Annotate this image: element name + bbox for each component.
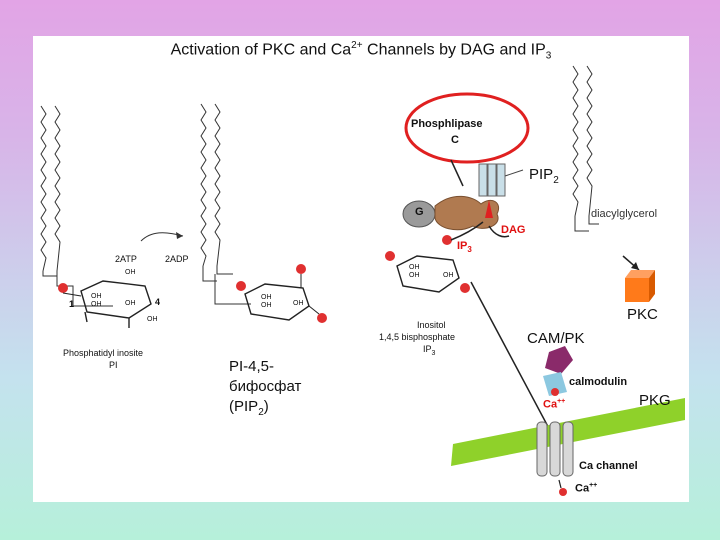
pi45-sub: 2 bbox=[258, 407, 264, 418]
slide: Activation of PKC and Ca2+ Channels by D… bbox=[33, 36, 689, 502]
pi45-label-2: бифосфат bbox=[229, 378, 302, 395]
slide-title: Activation of PKC and Ca2+ Channels by D… bbox=[33, 40, 689, 62]
oh-label-2: OH bbox=[91, 293, 102, 300]
title-text: Activation of PKC and Ca bbox=[170, 41, 352, 59]
ca-bottom-text: Ca bbox=[575, 482, 590, 495]
ip3-label: IP3 bbox=[457, 240, 472, 254]
oh-label-4: OH bbox=[125, 300, 136, 307]
ip3-text: IP bbox=[457, 240, 468, 252]
calmodulin-shape bbox=[543, 372, 567, 396]
pip2-label: PIP2 bbox=[529, 166, 559, 186]
atp-label: 2ATP bbox=[115, 254, 137, 264]
cam-pk-label: CAM/PK bbox=[527, 330, 585, 347]
phospholipase-label: Phosphlipase bbox=[411, 118, 483, 130]
inositol-ring-3 bbox=[396, 255, 460, 293]
adp-label: 2ADP bbox=[165, 254, 189, 264]
title-sub: 3 bbox=[545, 50, 552, 62]
plc-enzyme bbox=[434, 195, 499, 231]
oh-label-1: OH bbox=[125, 269, 136, 276]
pkc-label: PKC bbox=[627, 306, 658, 323]
pi45-label-1: PI-4,5- bbox=[229, 358, 275, 375]
plc-arrow bbox=[450, 159, 464, 187]
phosphatidyl-label: Phosphatidyl inosite bbox=[63, 348, 144, 358]
inositol-label-2: 1,4,5 bisphosphate bbox=[379, 332, 456, 342]
phospholipase-label-c: C bbox=[451, 134, 459, 146]
dag-arrow bbox=[488, 225, 510, 238]
oh-label-7: OH bbox=[261, 302, 272, 309]
inositol-label-3: IP3 bbox=[423, 344, 435, 357]
ca-top-text: Ca bbox=[543, 398, 558, 411]
ca-top-sup: ++ bbox=[557, 398, 566, 405]
phosphate-ball-3c bbox=[460, 283, 470, 293]
phosphate-ball-3a bbox=[385, 251, 395, 261]
carbon-1-label: 1 bbox=[69, 299, 75, 309]
ca-bottom-label: Ca++ bbox=[575, 482, 597, 495]
phosphate-ball bbox=[58, 283, 68, 293]
pi45-label-3: (PIP2) bbox=[229, 398, 269, 418]
calmodulin-label: calmodulin bbox=[569, 376, 628, 388]
dag-label: DAG bbox=[501, 224, 526, 236]
oh-label-6: OH bbox=[261, 294, 272, 301]
oh-label-8: OH bbox=[293, 300, 304, 307]
ip3-sub: 3 bbox=[467, 245, 472, 255]
diacylglycerol-label: diacylglycerol bbox=[591, 208, 658, 220]
pip2-sub: 2 bbox=[553, 175, 559, 186]
phosphate-ball-2c bbox=[317, 313, 327, 323]
phosphatidyl-label-pi: PI bbox=[109, 360, 118, 370]
inositol-ip-sub: 3 bbox=[431, 349, 436, 357]
inositol-ip-text: IP bbox=[423, 344, 432, 354]
camk-shape bbox=[545, 346, 573, 374]
pip2-channel bbox=[478, 163, 524, 197]
oh-label-10: OH bbox=[409, 272, 420, 279]
pip2-text: PIP bbox=[529, 166, 554, 183]
g-protein-label: G bbox=[415, 206, 424, 218]
ca-top-label: Ca++ bbox=[543, 398, 565, 411]
diagram-art bbox=[40, 65, 685, 496]
lipid-tails-right bbox=[572, 65, 599, 232]
oh-label-5: OH bbox=[147, 316, 158, 323]
ca-bottom-sup: ++ bbox=[589, 482, 598, 489]
phosphate-ball-3b bbox=[442, 235, 452, 245]
ca-channel-shape bbox=[536, 421, 574, 477]
lipid-tails-middle bbox=[200, 103, 251, 305]
carbon-4-label: 4 bbox=[155, 297, 161, 307]
pkc-cube bbox=[625, 270, 655, 302]
oh-label-9: OH bbox=[409, 264, 420, 271]
inositol-label-1: Inositol bbox=[417, 320, 446, 330]
ca-channel-label: Ca channel bbox=[579, 460, 638, 472]
title-sup: 2+ bbox=[351, 40, 363, 51]
lipid-tails-left bbox=[40, 105, 113, 307]
pi45-text: (PIP bbox=[229, 398, 259, 415]
ip3-to-channel-line bbox=[470, 281, 554, 437]
title-text-2: Channels by DAG and IP bbox=[362, 41, 546, 59]
oh-label-3: OH bbox=[91, 301, 102, 308]
dag-marker bbox=[485, 200, 493, 218]
ca-ion-bottom bbox=[559, 488, 567, 496]
pi45-end: ) bbox=[263, 398, 269, 415]
oh-label-11: OH bbox=[443, 272, 454, 279]
phosphate-ball-2b bbox=[296, 264, 306, 274]
pkg-label: PKG bbox=[639, 392, 671, 409]
phosphate-ball-2a bbox=[236, 281, 246, 291]
inositol-ring-1 bbox=[80, 280, 152, 328]
phospholipase-ellipse bbox=[404, 92, 530, 164]
